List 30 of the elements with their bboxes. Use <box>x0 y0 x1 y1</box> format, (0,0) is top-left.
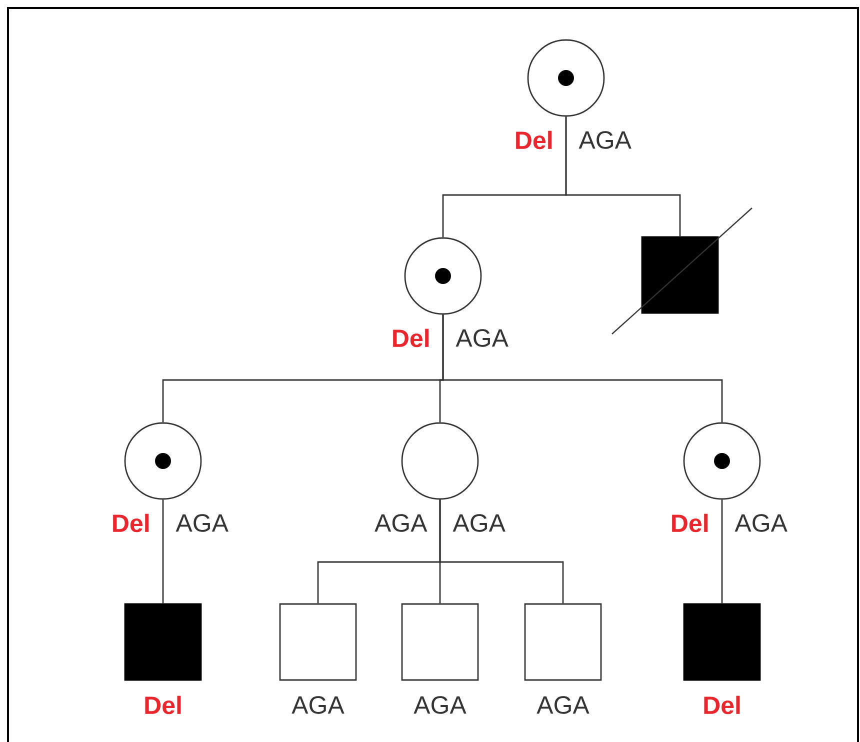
genotype-label: Del <box>516 130 552 150</box>
genotype-label: Del <box>113 514 149 532</box>
genotype-label: AGA <box>452 514 506 532</box>
genotype-label: Del <box>145 696 181 714</box>
genotype-label: AGA <box>176 514 228 532</box>
genotype-label: AGA <box>292 696 344 714</box>
pedigree-line <box>721 500 723 604</box>
female-symbol <box>401 422 479 500</box>
male-symbol <box>524 603 602 681</box>
female-symbol <box>527 39 605 117</box>
genotype-label: AGA <box>536 696 590 714</box>
female-symbol <box>124 422 202 500</box>
male-symbol <box>279 603 357 681</box>
pedigree-line <box>439 500 564 604</box>
pedigree-line <box>162 500 164 604</box>
genotype-label: Del <box>393 328 429 348</box>
genotype-label: AGA <box>578 131 632 149</box>
male-symbol <box>401 603 479 681</box>
female-symbol <box>404 237 482 315</box>
genotype-label: Del <box>704 696 740 714</box>
female-symbol <box>683 422 761 500</box>
genotype-label: AGA <box>374 514 428 532</box>
genotype-label: AGA <box>456 329 508 347</box>
male-symbol <box>683 603 761 681</box>
pedigree-line <box>442 314 723 422</box>
genotype-label: Del <box>672 514 708 532</box>
male-symbol <box>612 208 752 334</box>
male-symbol <box>124 603 202 681</box>
genotype-label: AGA <box>414 696 466 714</box>
genotype-label: AGA <box>734 514 788 532</box>
